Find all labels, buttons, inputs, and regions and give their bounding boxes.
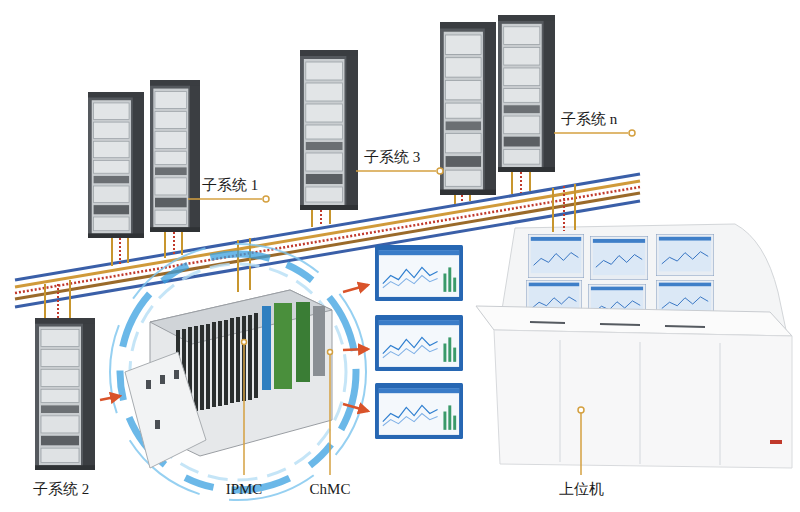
callout-label: 子系统 3 [364, 148, 420, 166]
console-monitor [590, 236, 648, 280]
screen [375, 245, 463, 301]
callout-label: 子系统 n [561, 110, 617, 128]
screen [375, 383, 463, 439]
cabinet [300, 50, 358, 210]
operator-console [476, 224, 792, 468]
screen [375, 315, 463, 371]
cabinet [440, 22, 496, 195]
callout-label: 子系统 1 [202, 176, 258, 194]
decor-rings [110, 244, 366, 500]
cabinet [35, 318, 95, 470]
cabinet [150, 80, 200, 232]
callout-label: ChMC [310, 480, 351, 498]
console-monitor [656, 234, 714, 276]
cabinet [498, 15, 555, 172]
console-monitor [528, 234, 584, 278]
chassis [125, 290, 332, 468]
callout-label: 子系统 2 [33, 480, 89, 498]
leader-lines [188, 130, 635, 475]
cabinet [88, 92, 144, 238]
display-screens [375, 245, 463, 439]
callout-label: IPMC [226, 480, 263, 498]
flow-arrows [100, 285, 368, 411]
callout-label: 上位机 [559, 480, 604, 498]
